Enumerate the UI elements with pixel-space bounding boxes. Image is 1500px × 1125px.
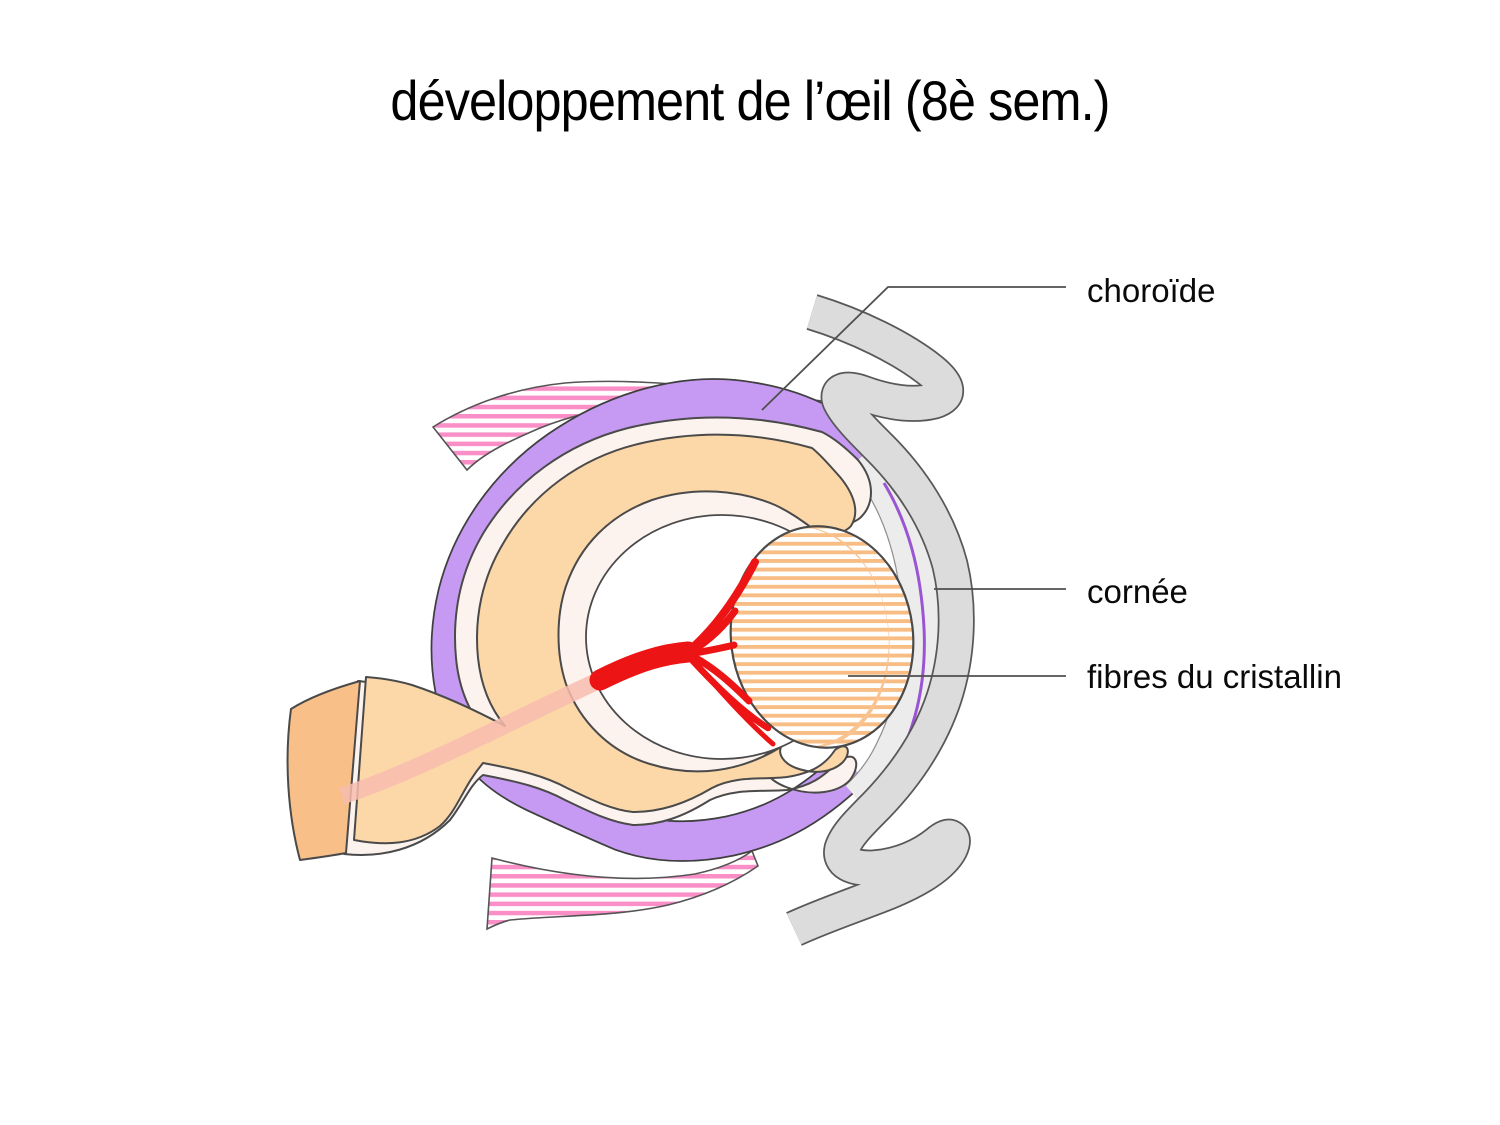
- label-cornee: cornée: [1087, 573, 1188, 610]
- optic-stalk-cut-end: [286, 680, 361, 861]
- hyaloid-artery: [589, 558, 776, 747]
- page-title: développement de l’œil (8è sem.): [390, 69, 1110, 132]
- choroid-band: [430, 378, 894, 862]
- label-choroide: choroïde: [1087, 272, 1216, 309]
- hyaloid-vessel-stalk: [339, 671, 606, 805]
- surface-ectoderm-ribbon: [786, 294, 975, 946]
- leader-line-choroide: [761, 286, 1066, 411]
- label-fibres-du-cristallin: fibres du cristallin: [1087, 658, 1342, 695]
- mesenchyme-band-bottom: [486, 849, 759, 931]
